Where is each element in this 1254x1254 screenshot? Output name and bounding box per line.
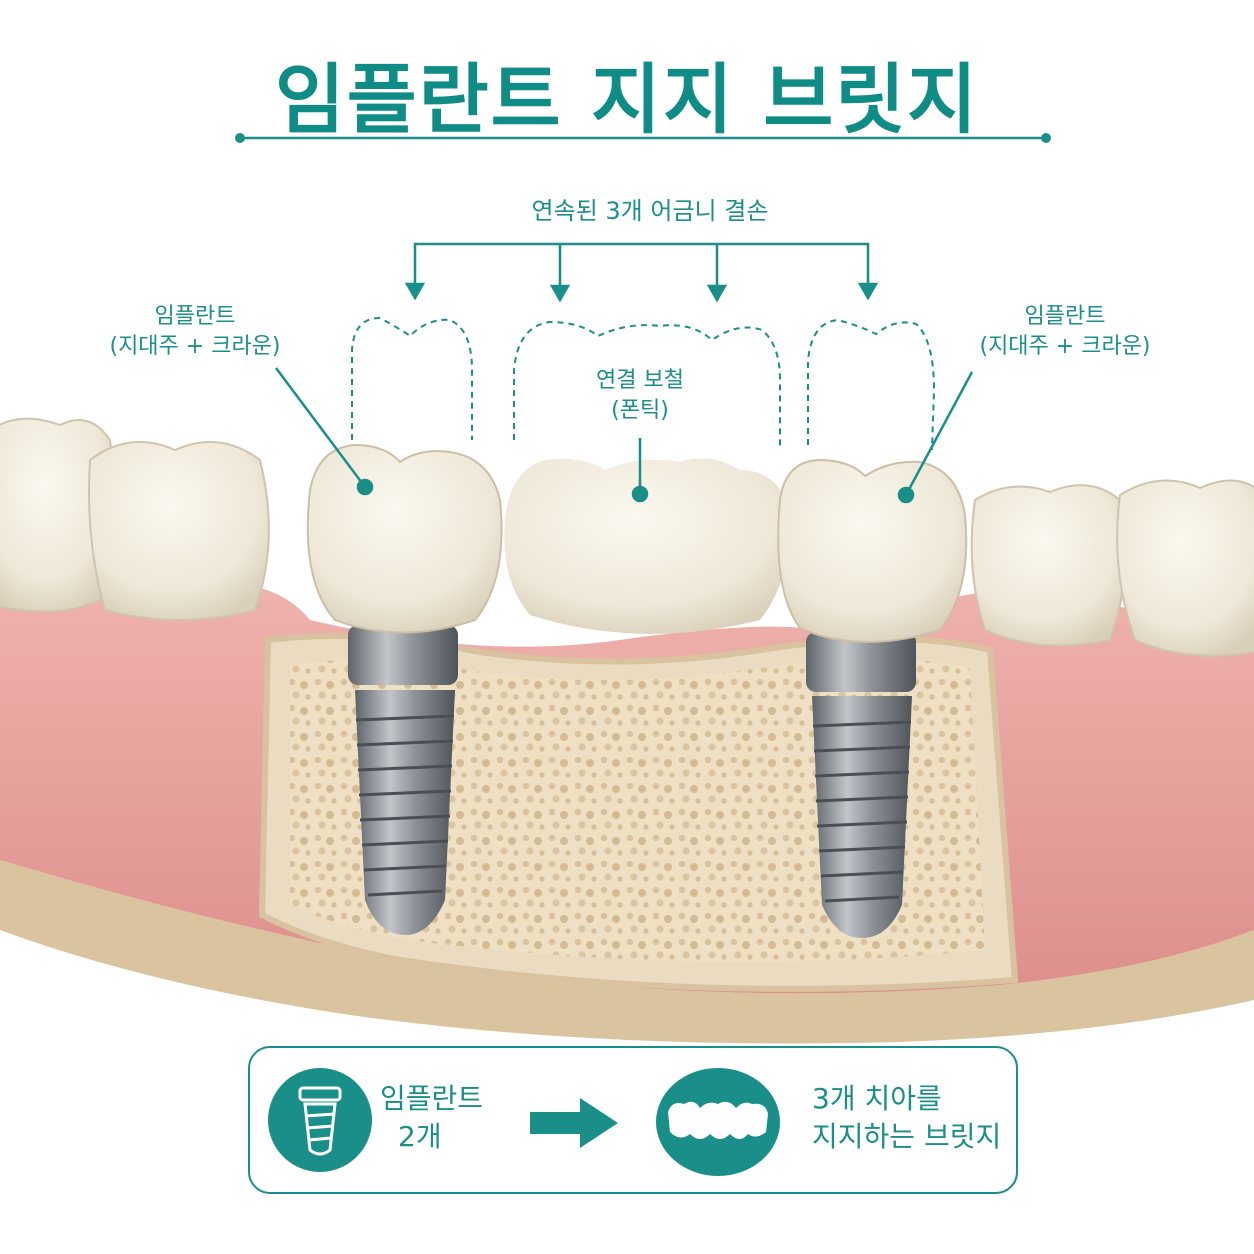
spongy-bone: [290, 659, 985, 962]
implant-right-label-sub: (지대주 + 크라운): [979, 334, 1151, 359]
implant-left-label: 임플란트 (지대주 + 크라운): [80, 302, 310, 362]
summary-left-line2: 2개: [398, 1120, 442, 1153]
page-title: 임플란트 지지 브릿지: [274, 55, 980, 144]
summary-right-text: 3개 치아를 지지하는 브릿지: [812, 1080, 1012, 1156]
lost-teeth-outlines: [351, 316, 936, 451]
missing-teeth-label: 연속된 3개 어금니 결손: [531, 197, 769, 225]
missing-teeth-bracket: [404, 242, 879, 303]
pontic-label-title: 연결 보철: [596, 368, 684, 393]
implant-right: [806, 632, 916, 938]
pontic-label: 연결 보철 (폰틱): [560, 366, 720, 426]
implant-left-label-sub: (지대주 + 크라운): [109, 334, 281, 359]
summary-left-line1: 임플란트: [380, 1082, 484, 1115]
summary-box: [248, 1046, 1018, 1194]
label-leaders: [274, 367, 974, 504]
title-divider: [235, 133, 1051, 143]
natural-teeth: [0, 417, 1254, 657]
summary-right-line1: 3개 치아를: [812, 1082, 942, 1115]
implant-left: [348, 625, 458, 935]
bridge-crowns: [306, 443, 968, 643]
jaw-base: [0, 860, 1254, 1044]
pontic-label-sub: (폰틱): [611, 398, 669, 423]
implant-right-label: 임플란트 (지대주 + 크라운): [950, 302, 1180, 362]
summary-left-text: 임플란트 2개: [380, 1080, 520, 1156]
summary-right-line2: 지지하는 브릿지: [812, 1120, 1002, 1153]
implant-left-label-title: 임플란트: [154, 304, 236, 329]
implant-right-label-title: 임플란트: [1024, 304, 1106, 329]
